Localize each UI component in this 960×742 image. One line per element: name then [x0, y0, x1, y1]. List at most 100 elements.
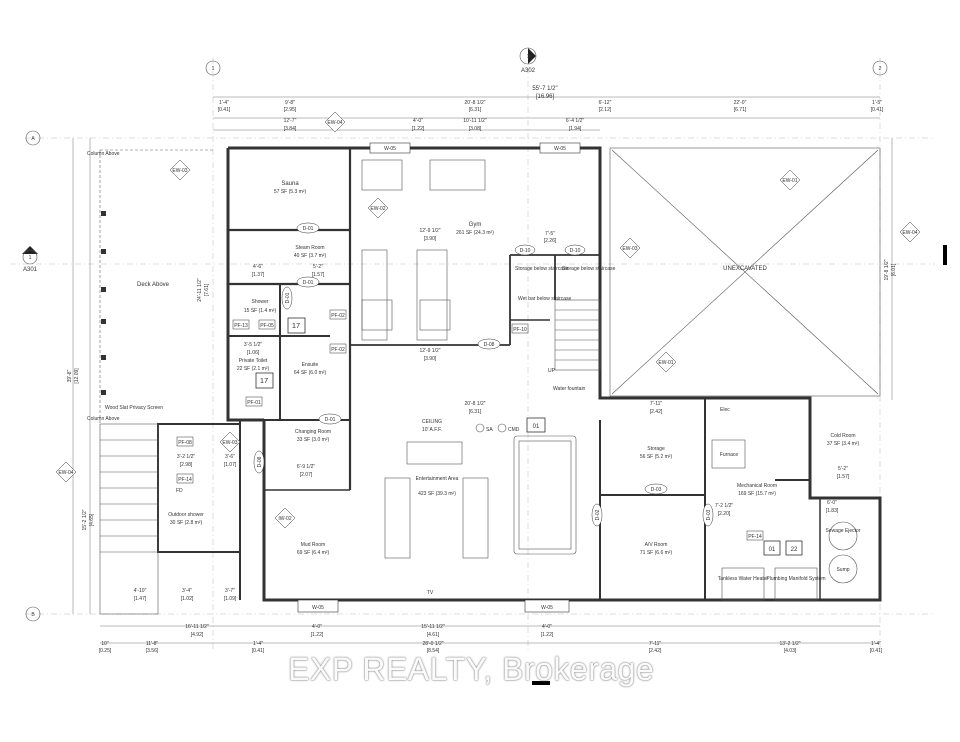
svg-text:24'-11 1/2": 24'-11 1/2": [197, 278, 203, 302]
svg-text:[3.08]: [3.08]: [469, 126, 482, 132]
svg-text:Plumbing Manifold System: Plumbing Manifold System: [766, 576, 825, 582]
svg-text:261 SF (24.3 m²): 261 SF (24.3 m²): [456, 230, 494, 236]
svg-text:7'-11": 7'-11": [649, 641, 662, 647]
svg-text:Mud Room: Mud Room: [301, 542, 325, 548]
svg-text:7'-11": 7'-11": [650, 401, 663, 407]
svg-text:A302: A302: [521, 68, 536, 74]
svg-text:3'-5 1/2": 3'-5 1/2": [244, 342, 263, 348]
svg-text:12'-7": 12'-7": [284, 118, 297, 124]
svg-text:[1.22]: [1.22]: [311, 632, 324, 638]
svg-text:PF-02: PF-02: [331, 347, 345, 353]
svg-text:Cold Room: Cold Room: [830, 433, 855, 439]
svg-text:17: 17: [260, 376, 268, 385]
svg-text:22 SF (2.1 m²): 22 SF (2.1 m²): [237, 366, 270, 372]
svg-text:Private Toilet: Private Toilet: [239, 358, 268, 364]
svg-text:FD: FD: [176, 488, 183, 494]
svg-text:[0.41]: [0.41]: [218, 107, 231, 113]
interior-dimensions: 12'-9 1/2" [3.90] 12'-9 1/2" [3.90] 20'-…: [134, 228, 850, 602]
svg-text:[4.03]: [4.03]: [784, 648, 797, 654]
svg-text:3'-7": 3'-7": [225, 588, 235, 594]
svg-text:[7.61]: [7.61]: [204, 283, 210, 296]
svg-text:56 SF (5.2 m²): 56 SF (5.2 m²): [640, 454, 673, 460]
mech-tag-01: 01: [763, 540, 781, 556]
svg-text:[1.83]: [1.83]: [826, 508, 839, 514]
grid-bubble-2: 2: [872, 60, 888, 76]
page-edge-marker: [943, 245, 947, 265]
svg-text:EW-04: EW-04: [327, 120, 342, 126]
svg-text:16'-11 1/2": 16'-11 1/2": [185, 624, 209, 630]
svg-text:[0.41]: [0.41]: [252, 648, 265, 654]
svg-text:Gym: Gym: [469, 222, 482, 228]
svg-text:9'-8": 9'-8": [285, 100, 295, 106]
svg-text:A/V Room: A/V Room: [645, 542, 668, 548]
ensuite-tag-17: 17: [287, 317, 306, 334]
deck-columns: [101, 211, 106, 395]
floor-drain-icon: FD: [176, 488, 183, 494]
svg-text:[1.09]: [1.09]: [224, 596, 237, 602]
svg-text:[12.09]: [12.09]: [74, 368, 80, 384]
svg-text:[1.22]: [1.22]: [412, 126, 425, 132]
svg-text:423 SF (39.3 m²): 423 SF (39.3 m²): [418, 491, 456, 497]
section-mark-top: 1 A302: [519, 47, 537, 74]
svg-text:PF-02: PF-02: [331, 313, 345, 319]
svg-text:W-05: W-05: [541, 605, 553, 611]
svg-text:20'-8 1/2": 20'-8 1/2": [464, 401, 485, 407]
svg-text:[4.92]: [4.92]: [191, 632, 204, 638]
svg-text:[4.65]: [4.65]: [89, 513, 95, 526]
svg-text:[3.90]: [3.90]: [424, 356, 437, 362]
svg-text:PF-05: PF-05: [260, 323, 274, 329]
svg-text:19'-8 1/2": 19'-8 1/2": [884, 259, 890, 280]
staircase: UP: [548, 299, 601, 374]
smoke-alarm-icon: SA: [475, 423, 493, 433]
svg-text:[8.54]: [8.54]: [427, 648, 440, 654]
svg-text:6'-4 1/2": 6'-4 1/2": [566, 118, 585, 124]
fixture-tags: PF-13 PF-05 PF-02 PF-02 PF-01 PF-08 PF-1…: [176, 309, 764, 541]
svg-text:D-08: D-08: [484, 342, 495, 348]
svg-text:3'-2 1/2": 3'-2 1/2": [177, 454, 196, 460]
svg-text:EW-01: EW-01: [658, 360, 673, 366]
svg-text:Furnace: Furnace: [720, 452, 739, 458]
svg-text:PF-10: PF-10: [513, 327, 527, 333]
svg-text:UNEXCAVATED: UNEXCAVATED: [723, 266, 767, 272]
svg-text:[1.22]: [1.22]: [541, 632, 554, 638]
svg-text:SA: SA: [486, 427, 493, 433]
svg-text:D-10: D-10: [520, 248, 531, 254]
svg-text:D-03: D-03: [651, 487, 662, 493]
svg-text:6'-9 1/2": 6'-9 1/2": [297, 464, 316, 470]
svg-text:[2.42]: [2.42]: [650, 409, 663, 415]
svg-text:[0.25]: [0.25]: [99, 648, 112, 654]
left-dimensions: 39'-8" [12.09] 24'-11 1/2" [7.61] 15'-2 …: [67, 138, 210, 614]
svg-text:[0.41]: [0.41]: [871, 107, 884, 113]
svg-text:[1.94]: [1.94]: [569, 126, 582, 132]
ceiling-note: CEILING 10' A.F.F.: [422, 419, 442, 433]
outdoor-shower-enclosure: [99, 149, 241, 615]
svg-text:[3.56]: [3.56]: [146, 648, 159, 654]
svg-text:1: 1: [527, 54, 530, 60]
svg-text:Entertainment Area: Entertainment Area: [416, 476, 459, 482]
ceiling-tag-01: 01: [526, 417, 546, 433]
svg-text:PF-14: PF-14: [178, 477, 192, 483]
svg-text:1'-4": 1'-4": [253, 641, 263, 647]
svg-text:Storage below staircase: Storage below staircase: [515, 266, 569, 272]
section-mark-left: 1 A301: [22, 246, 38, 273]
svg-text:[3.90]: [3.90]: [424, 236, 437, 242]
svg-text:EW-03: EW-03: [222, 440, 237, 446]
unexcavated-area: UNEXCAVATED: [611, 149, 879, 395]
svg-text:D-03: D-03: [706, 509, 712, 520]
svg-text:[2.12]: [2.12]: [599, 107, 612, 113]
svg-text:1'-5": 1'-5": [872, 100, 882, 106]
svg-text:20'-8 1/2": 20'-8 1/2": [464, 100, 485, 106]
svg-text:37 SF (3.4 m²): 37 SF (3.4 m²): [827, 441, 860, 447]
svg-text:Column Above: Column Above: [87, 416, 120, 422]
svg-text:D-01: D-01: [285, 292, 291, 303]
svg-text:5'-2": 5'-2": [313, 264, 323, 270]
svg-text:01: 01: [769, 547, 776, 553]
svg-text:4'-0": 4'-0": [542, 624, 552, 630]
svg-text:W-05: W-05: [554, 146, 566, 152]
top-dimensions: 55'-7 1/2" [16.96] 1'-4" [0.41] 9'-8" [2…: [213, 86, 884, 132]
svg-text:169 SF (15.7 m²): 169 SF (15.7 m²): [738, 491, 776, 497]
svg-text:[16.96]: [16.96]: [536, 94, 555, 100]
svg-text:Sewage Ejector: Sewage Ejector: [825, 528, 860, 534]
svg-text:7'-5": 7'-5": [545, 231, 555, 237]
